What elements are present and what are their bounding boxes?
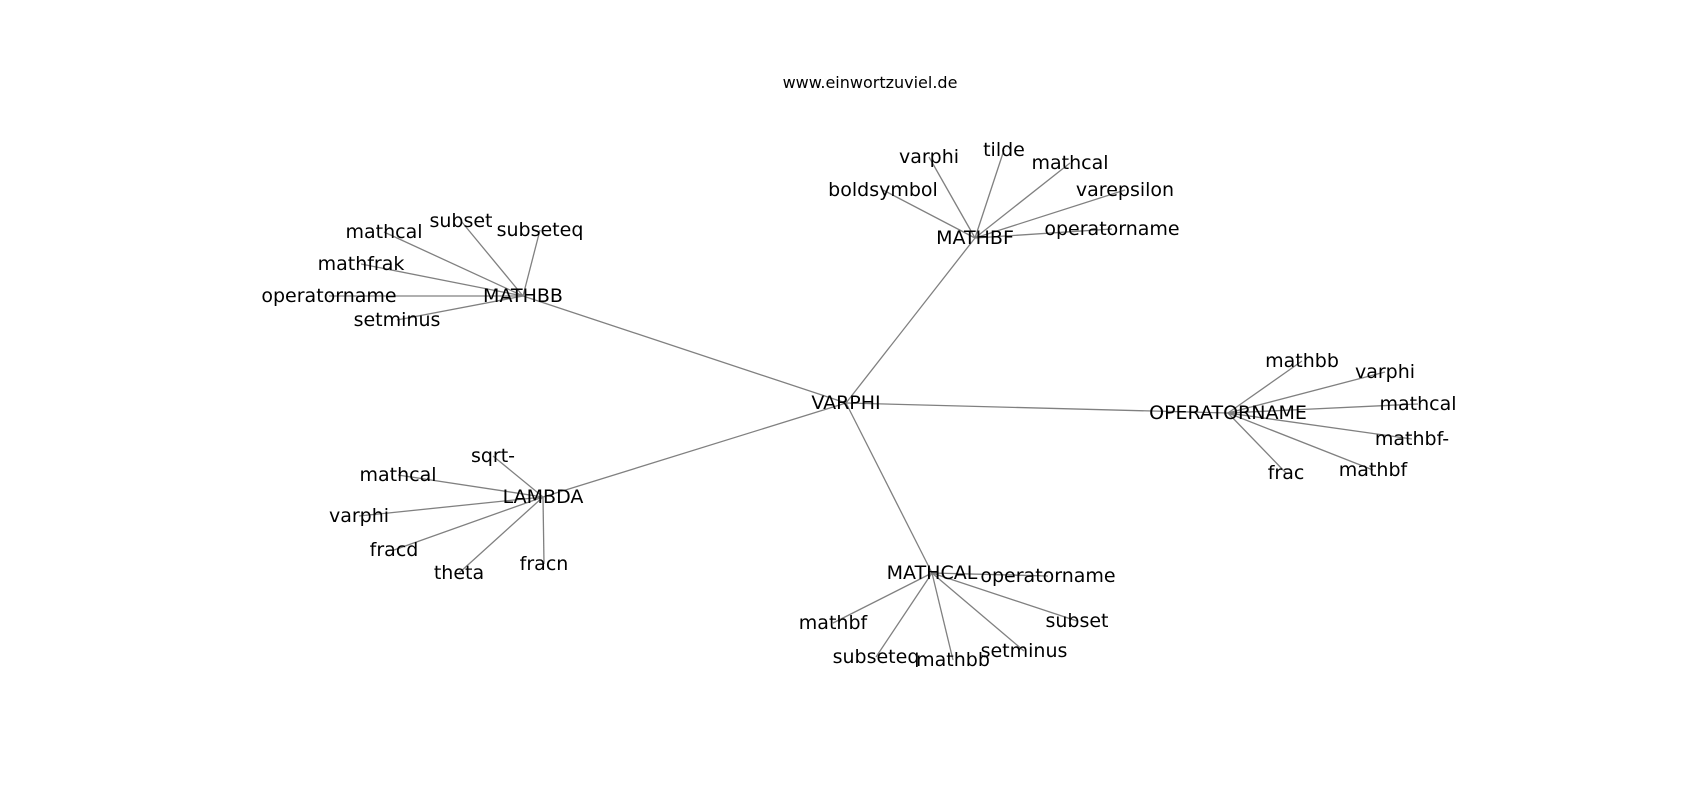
root-edge	[845, 237, 976, 404]
leaf-edge	[974, 162, 1071, 239]
root-edge	[845, 402, 933, 574]
leaf-node-label: mathcal	[1379, 393, 1456, 415]
leaf-node-label: mathcal	[359, 464, 436, 486]
leaf-node-label: mathcal	[1031, 152, 1108, 174]
leaf-node-label: varphi	[1355, 361, 1415, 383]
hub-node-label: MATHCAL	[887, 562, 978, 584]
hub-node-label: MATHBB	[483, 285, 563, 307]
leaf-node-label: varphi	[329, 505, 389, 527]
leaf-node-label: varphi	[899, 146, 959, 168]
leaf-node-label: fracn	[520, 553, 569, 575]
leaf-node-label: mathcal	[345, 221, 422, 243]
leaf-node-label: varepsilon	[1076, 179, 1174, 201]
leaf-edge	[1227, 371, 1386, 414]
leaf-node-label: subset	[1045, 610, 1108, 632]
leaf-edge	[1227, 412, 1413, 440]
root-edge	[845, 402, 1229, 414]
leaf-edge	[1227, 403, 1419, 414]
leaf-edge	[875, 572, 933, 658]
leaf-node-label: operatorname	[1044, 218, 1179, 240]
leaf-edge	[397, 474, 544, 498]
leaf-node-label: mathbf	[799, 612, 869, 634]
leaf-node-label: boldsymbol	[828, 179, 938, 201]
leaf-edge	[360, 263, 524, 297]
leaf-node-label: sqrt-	[471, 445, 515, 467]
leaf-node-label: mathfrak	[318, 253, 405, 275]
leaf-edge	[1227, 412, 1374, 471]
leaf-node-label: mathbf-	[1375, 428, 1449, 450]
leaf-node-label: operatorname	[980, 565, 1115, 587]
hub-node-label: LAMBDA	[503, 486, 584, 508]
leaf-edge	[542, 496, 545, 565]
hub-node-label: MATHBF	[936, 227, 1014, 249]
leaf-node-label: operatorname	[261, 285, 396, 307]
leaf-edge	[522, 229, 541, 297]
leaf-edge	[460, 220, 524, 297]
leaf-edge	[974, 189, 1126, 239]
hub-node-label: OPERATORNAME	[1149, 402, 1307, 424]
leaf-edge	[928, 156, 976, 239]
leaf-edge	[931, 572, 1025, 652]
leaf-node-label: mathbb	[1265, 350, 1339, 372]
leaf-edge	[931, 572, 1078, 622]
leaf-edge	[1227, 360, 1303, 414]
leaf-edge	[492, 455, 544, 498]
leaf-edge	[832, 572, 933, 624]
leaf-node-label: setminus	[354, 309, 441, 331]
leaf-edge	[974, 149, 1005, 239]
leaf-edge	[393, 496, 544, 551]
leaf-edge	[974, 228, 1113, 239]
leaf-edge	[396, 295, 524, 321]
leaf-edge	[931, 572, 954, 661]
root-edge	[522, 295, 847, 404]
leaf-node-label: subseteq	[497, 219, 584, 241]
site-caption: www.einwortzuviel.de	[783, 73, 958, 92]
edge-layer	[329, 149, 1419, 661]
leaf-edge	[358, 496, 544, 517]
root-edge	[542, 402, 847, 498]
root-node-label: VARPHI	[811, 392, 880, 414]
leaf-node-label: subseteq	[833, 646, 920, 668]
leaf-edge	[1227, 412, 1287, 474]
leaf-edge	[458, 496, 544, 574]
leaf-edge	[882, 189, 976, 239]
leaf-node-label: mathbb	[916, 649, 990, 671]
leaf-node-label: frac	[1268, 462, 1305, 484]
leaf-node-label: fracd	[370, 539, 419, 561]
leaf-node-label: mathbf	[1339, 459, 1409, 481]
leaf-node-label: theta	[434, 562, 484, 584]
leaf-node-label: subset	[429, 210, 492, 232]
leaf-node-label: setminus	[981, 640, 1068, 662]
leaf-edge	[931, 572, 1049, 577]
leaf-edge	[383, 231, 524, 297]
leaf-node-label: tilde	[983, 139, 1025, 161]
